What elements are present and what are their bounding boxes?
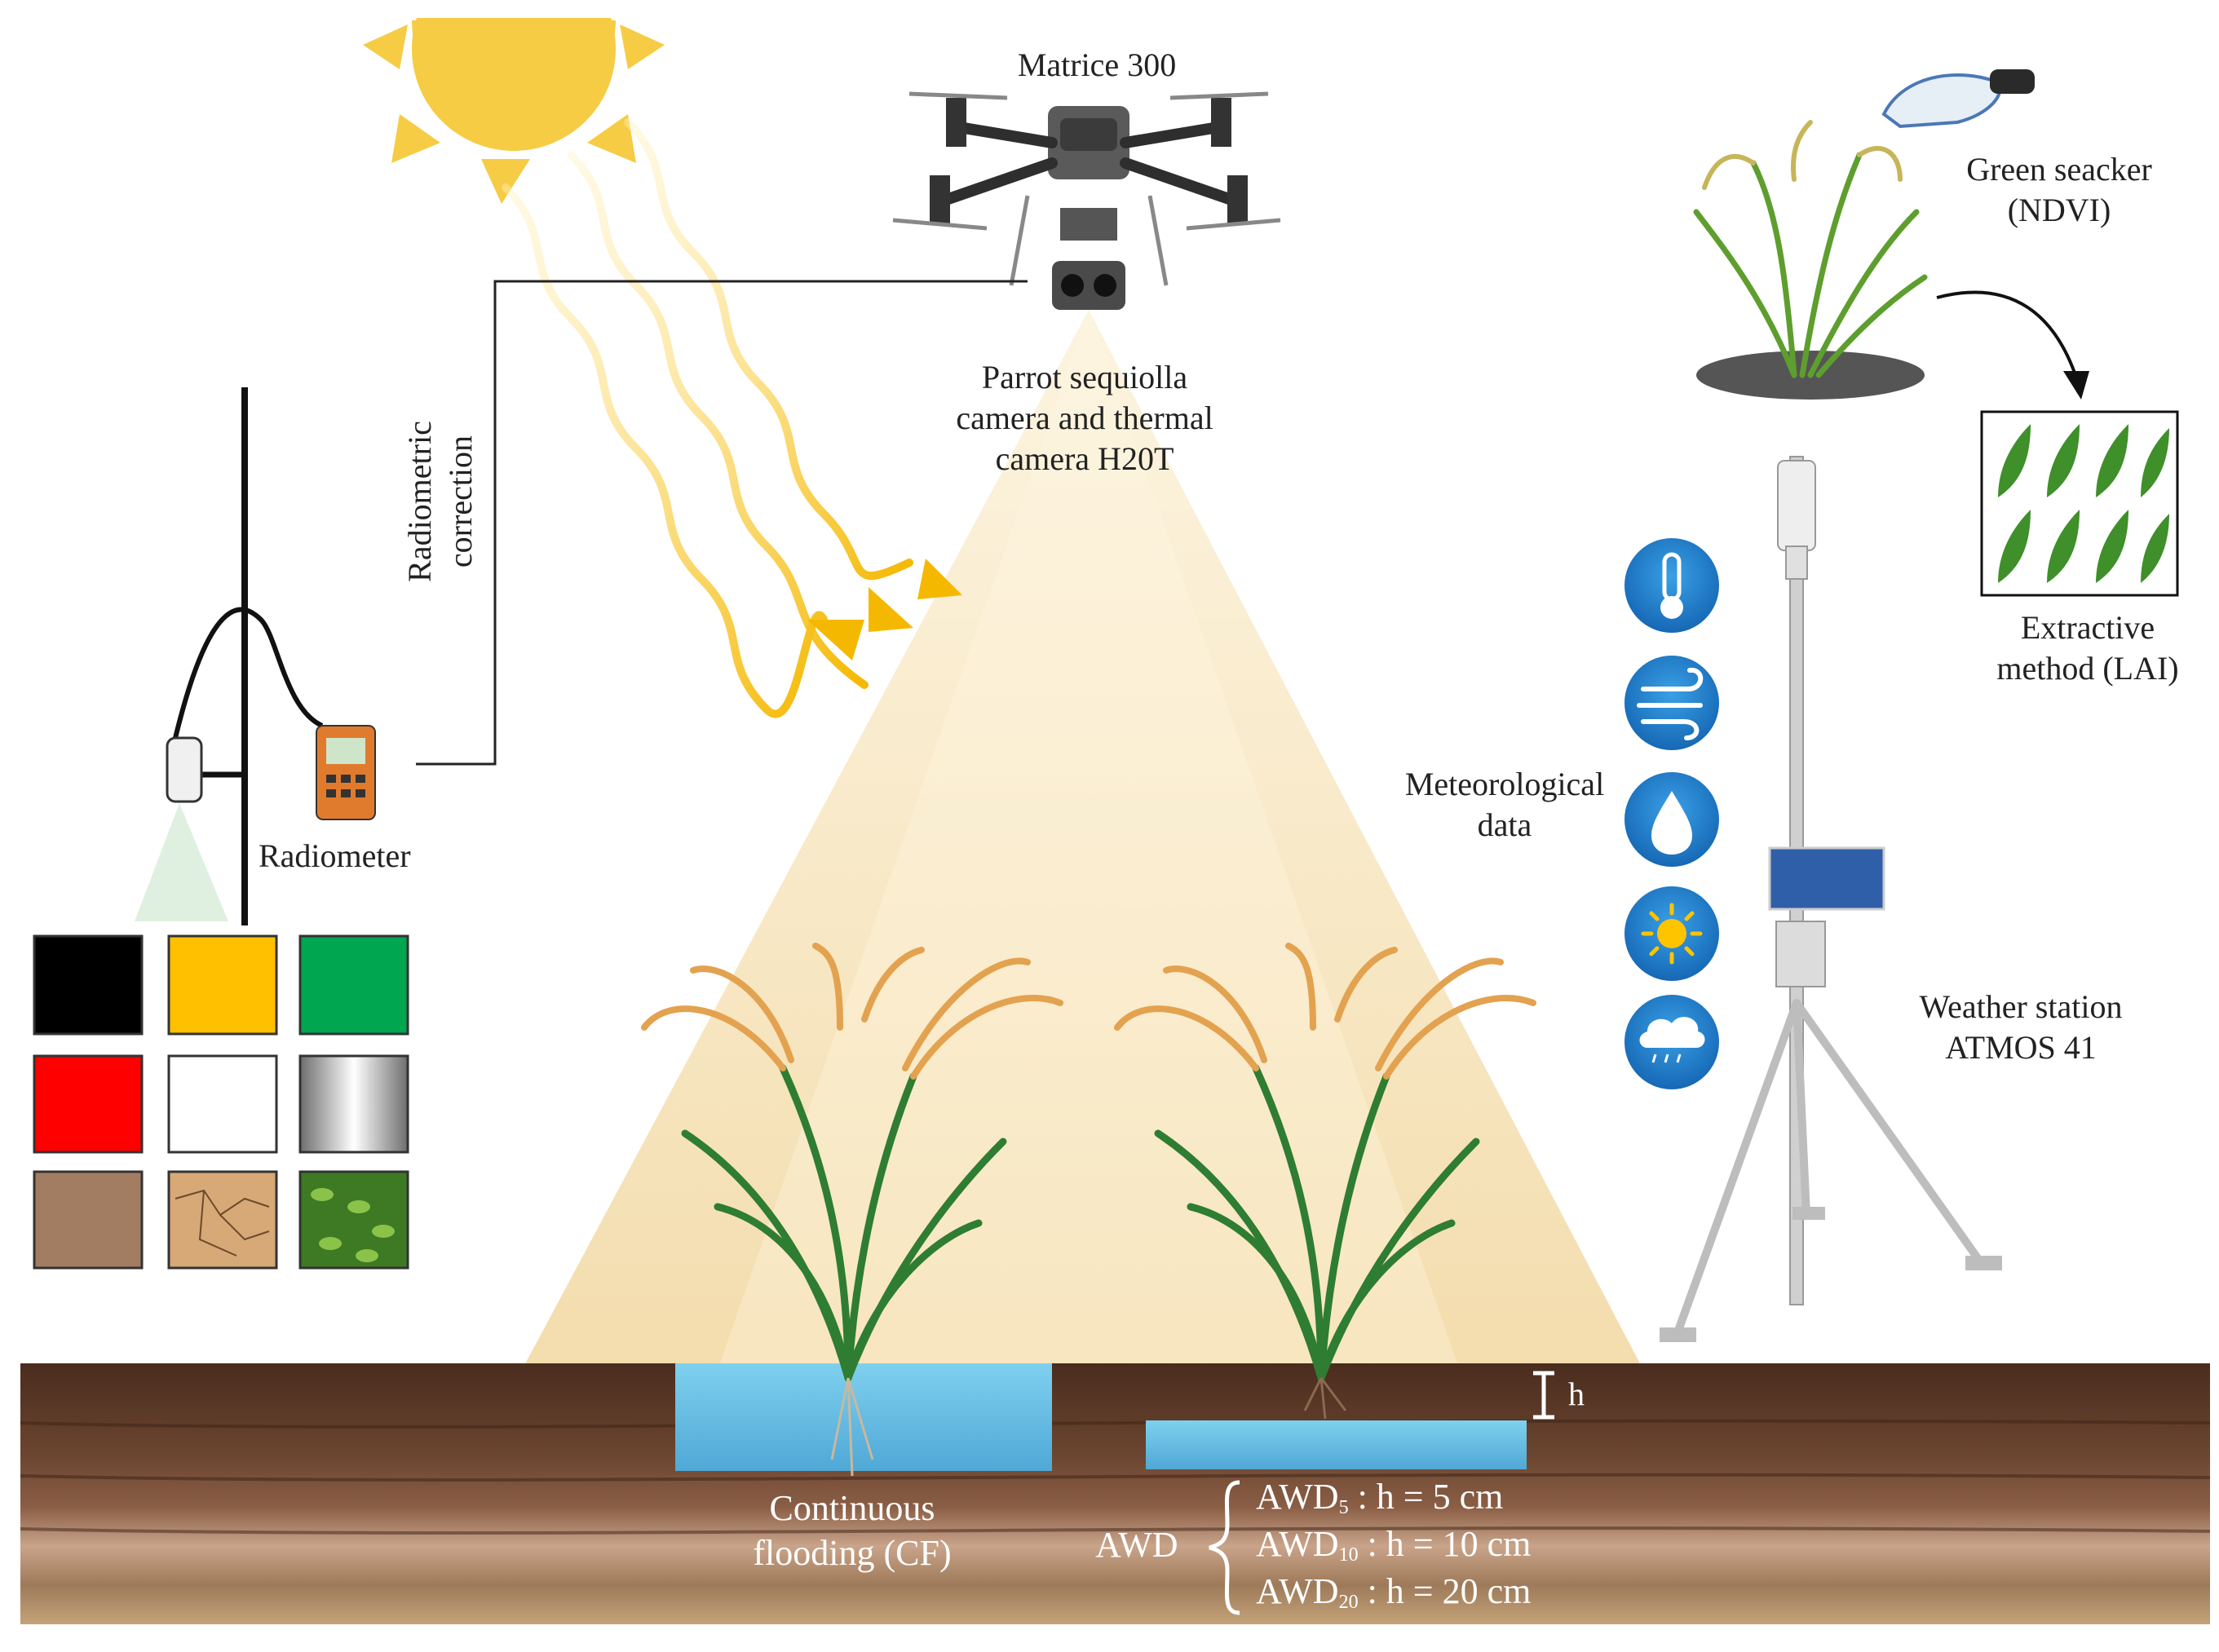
ray-arrowhead xyxy=(869,587,913,632)
awd5-label: AWD5 : h = 5 cm xyxy=(1256,1477,1504,1518)
panel-vegetation xyxy=(298,1170,409,1270)
vegetation-pattern xyxy=(311,1188,395,1262)
awd10-label: AWD10 : h = 10 cm xyxy=(1256,1524,1532,1566)
arrowhead xyxy=(2063,371,2089,400)
meteorological-data-label: Meteorological data xyxy=(1404,766,1605,843)
thermometer-icon xyxy=(1624,538,1719,633)
weather-station-label: Weather station ATMOS 41 xyxy=(1919,988,2123,1066)
panel-white xyxy=(167,1054,278,1154)
ray-arrowhead xyxy=(917,559,962,599)
greenseeker-to-lai-arrow xyxy=(1936,290,2077,376)
wind-icon xyxy=(1624,656,1719,750)
water-depth-indicator xyxy=(1533,1371,1554,1420)
rice-plant-cf xyxy=(641,943,1063,1477)
radiometric-correction-label: Radiometric correction xyxy=(401,421,479,582)
sun-icon xyxy=(363,0,665,204)
awd-label: AWD xyxy=(1095,1525,1178,1565)
panel-cracked-soil xyxy=(167,1170,278,1270)
lai-leaves-pattern xyxy=(1998,424,2169,583)
panel-green xyxy=(298,934,409,1036)
radiometer-meter-icon xyxy=(316,725,376,820)
panel-red xyxy=(33,1054,144,1154)
awd-water xyxy=(1146,1420,1527,1469)
soil-profile xyxy=(20,1363,2210,1624)
awd-brace xyxy=(1209,1480,1240,1615)
camera-label: Parrot sequiolla camera and thermal came… xyxy=(956,359,1213,477)
greenseeker-rice-plant xyxy=(1693,120,1928,400)
rice-plant-awd xyxy=(1114,943,1536,1420)
drone-label: Matrice 300 xyxy=(1017,46,1177,83)
panel-black xyxy=(33,934,144,1036)
calibration-panels xyxy=(33,934,409,1270)
greenseeker-label: Green seacker (NDVI) xyxy=(1966,151,2152,228)
radiometer-label: Radiometer xyxy=(259,837,411,874)
panel-dry-soil xyxy=(33,1170,144,1270)
ray-arrowhead xyxy=(807,620,864,660)
weather-station-icon xyxy=(1660,456,2002,1342)
lai-label: Extractive method (LAI) xyxy=(1996,609,2179,687)
panel-gray xyxy=(298,1054,409,1154)
greenseeker-device-icon xyxy=(1881,69,2035,129)
continuous-flooding-label: Continuous flooding (CF) xyxy=(753,1488,952,1573)
continuous-flooding-water xyxy=(675,1363,1052,1471)
water-depth-label: h xyxy=(1568,1376,1585,1412)
panel-yellow xyxy=(167,934,278,1036)
sun-rays xyxy=(502,118,913,718)
rain-cloud-icon xyxy=(1624,995,1719,1089)
humidity-icon xyxy=(1624,772,1719,867)
radiometric-correction-line xyxy=(416,280,1028,766)
sun-icon-weather xyxy=(1624,886,1719,981)
awd20-label: AWD20 : h = 20 cm xyxy=(1256,1571,1532,1613)
cracked-soil-pattern xyxy=(175,1189,270,1257)
radiometer-sensor-icon xyxy=(135,736,228,921)
drone-icon xyxy=(892,91,1281,310)
